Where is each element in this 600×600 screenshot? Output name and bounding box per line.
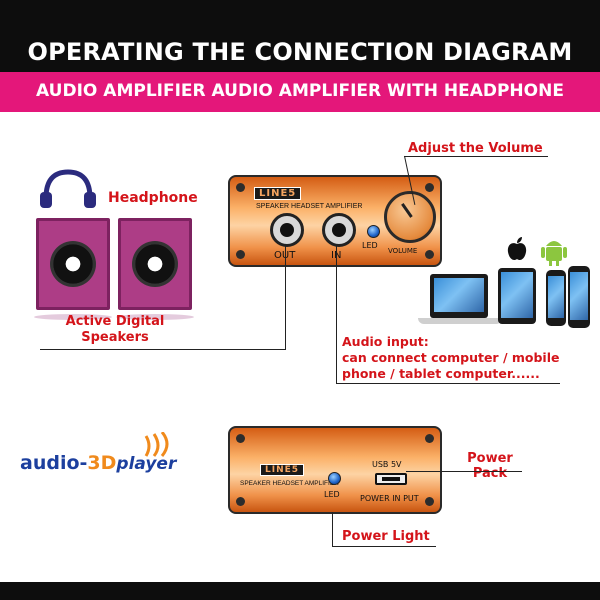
- phone-display: [548, 276, 564, 318]
- power-light-callout-line: [332, 546, 436, 547]
- model-label: SPEAKER HEADSET AMPLIFIER: [256, 203, 363, 210]
- screw: [425, 434, 434, 443]
- speaker-cable-line: [40, 349, 286, 350]
- speakers-label: Active Digital Speakers: [20, 314, 210, 346]
- header-bar: [0, 0, 600, 72]
- tablet-icon: [498, 268, 536, 324]
- audio-input-line3: phone / tablet computer......: [342, 366, 540, 381]
- in-jack[interactable]: [322, 213, 356, 247]
- logo-text-audio: audio-: [20, 452, 88, 474]
- logo-text-player: player: [116, 454, 177, 474]
- speaker-right: [118, 218, 192, 310]
- front-panel: LINE5 SPEAKER HEADSET AMPLIFIER OUT IN L…: [228, 175, 442, 267]
- screw: [236, 497, 245, 506]
- logo-text-3d: 3D: [87, 452, 117, 474]
- power-led: [328, 472, 341, 485]
- laptop-screen: [430, 274, 488, 318]
- power-pack-line2: Pack: [472, 466, 508, 481]
- in-cable-line: [336, 244, 337, 384]
- laptop-base: [418, 318, 502, 324]
- speakers-label-line1: Active Digital: [65, 314, 165, 329]
- audio-input-line2: can connect computer / mobile: [342, 350, 560, 365]
- power-pack-line1: Power: [467, 451, 513, 466]
- power-input-label: POWER IN PUT: [360, 494, 419, 503]
- screw: [425, 497, 434, 506]
- led-indicator: [367, 225, 380, 238]
- led-label: LED: [362, 241, 378, 250]
- knob-indicator: [401, 203, 413, 218]
- speaker-cone: [50, 241, 96, 287]
- screw: [236, 250, 245, 259]
- out-label: OUT: [274, 250, 295, 261]
- power-pack-callout-line: [406, 471, 522, 472]
- volume-label: VOLUME: [388, 247, 418, 255]
- volume-knob[interactable]: [384, 191, 436, 243]
- headphone-icon: [40, 169, 96, 208]
- out-jack[interactable]: [270, 213, 304, 247]
- audio-input-line1: Audio input:: [342, 334, 429, 349]
- android-logo-icon: [541, 241, 567, 266]
- smartphone-display: [570, 272, 588, 320]
- power-light-callout-vertical: [332, 512, 333, 547]
- subtitle-bar: [0, 72, 600, 112]
- usb-label: USB 5V: [372, 460, 402, 469]
- speaker-shadow: [34, 314, 112, 320]
- brand-logo: LINE5: [254, 187, 302, 200]
- audio-input-label: Audio input: can connect computer / mobi…: [342, 334, 559, 382]
- usb-port[interactable]: [375, 473, 407, 485]
- model-label: SPEAKER HEADSET AMPLIFIER: [240, 480, 339, 487]
- page-title: OPERATING THE CONNECTION DIAGRAM: [27, 38, 573, 66]
- screw: [236, 434, 245, 443]
- tablet-display: [501, 272, 533, 318]
- power-pack-label: Power Pack: [460, 451, 520, 481]
- screw: [425, 183, 434, 192]
- sound-waves-icon: [144, 432, 169, 457]
- speaker-left: [36, 218, 110, 310]
- apple-logo-icon: [507, 237, 527, 261]
- speaker-shadow: [116, 314, 194, 320]
- audio-3d-player-logo: audio-3Dplayer: [20, 452, 176, 474]
- smartphone-icon: [568, 266, 590, 328]
- back-panel: LINE5 SPEAKER HEADSET AMPLIFIER LED USB …: [228, 426, 442, 514]
- power-light-label: Power Light: [342, 529, 430, 544]
- adjust-volume-label: Adjust the Volume: [408, 141, 543, 156]
- input-baseline: [336, 383, 560, 384]
- page-subtitle: AUDIO AMPLIFIER AUDIO AMPLIFIER WITH HEA…: [36, 81, 564, 101]
- phone-icon: [546, 270, 566, 326]
- out-cable-line: [285, 244, 286, 350]
- headphone-label: Headphone: [108, 190, 198, 206]
- volume-callout-line: [404, 156, 548, 157]
- screw: [236, 183, 245, 192]
- screw: [425, 250, 434, 259]
- laptop-display: [434, 278, 484, 312]
- brand-logo: LINE5: [260, 464, 305, 476]
- speakers-label-line2: Speakers: [81, 330, 149, 345]
- led-label: LED: [324, 490, 340, 499]
- speaker-cone: [132, 241, 178, 287]
- footer-bar: [0, 582, 600, 600]
